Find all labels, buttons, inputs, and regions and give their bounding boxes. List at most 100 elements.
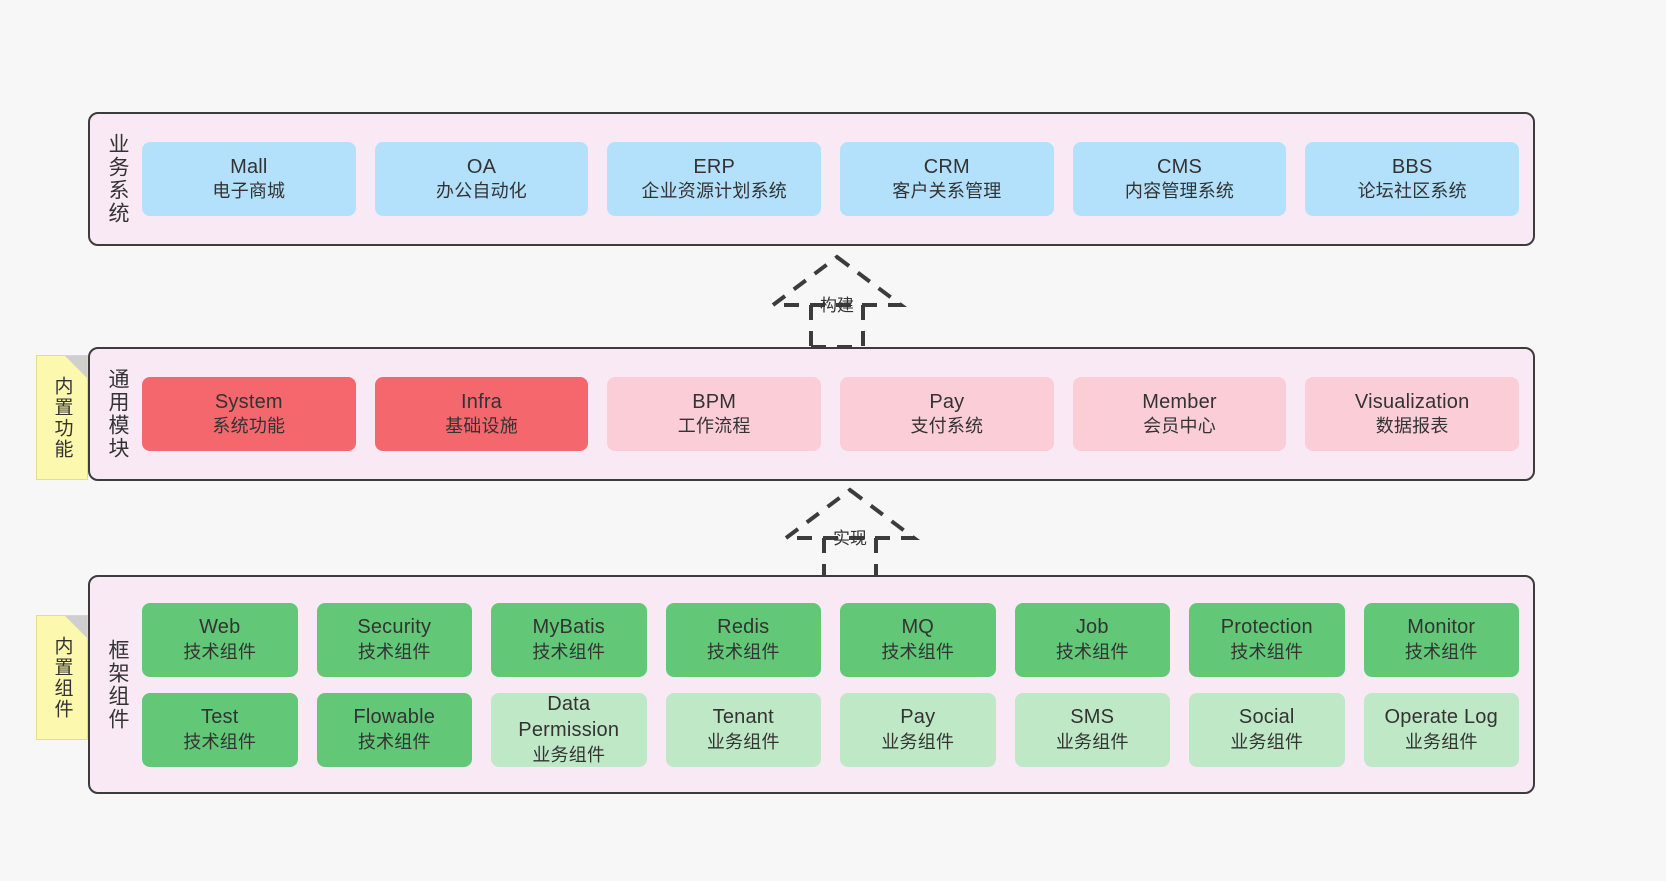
- card-erp[interactable]: ERP 企业资源计划系统: [607, 142, 822, 216]
- card-title: Flowable: [353, 706, 436, 729]
- card-tenant[interactable]: Tenant 业务组件: [665, 692, 821, 767]
- card-mq[interactable]: MQ 技术组件: [840, 602, 996, 677]
- card-visualization[interactable]: Visualization 数据报表: [1305, 377, 1520, 451]
- layer-framework-component: 框架组件 Web 技术组件 Security 技术组件 MyBatis 技术组件…: [88, 575, 1535, 794]
- card-subtitle: 客户关系管理: [892, 181, 1002, 202]
- card-subtitle: 技术组件: [706, 641, 780, 662]
- card-title: Operate Log: [1384, 706, 1498, 729]
- card-title: Job: [1075, 616, 1109, 639]
- card-subtitle: 技术组件: [1055, 641, 1129, 662]
- card-row: Web 技术组件 Security 技术组件 MyBatis 技术组件 Redi…: [142, 602, 1519, 677]
- card-title: Protection: [1220, 616, 1313, 639]
- card-subtitle: 系统功能: [212, 416, 286, 437]
- card-subtitle: 业务组件: [1055, 731, 1129, 752]
- card-subtitle: 业务组件: [532, 744, 606, 765]
- card-title: ERP: [693, 155, 736, 178]
- connector-implement-label: 实现: [833, 529, 867, 548]
- card-pay[interactable]: Pay 支付系统: [840, 377, 1054, 451]
- card-subtitle: 内容管理系统: [1124, 181, 1235, 202]
- card-title: Pay: [900, 706, 936, 729]
- card-subtitle: 业务组件: [1230, 731, 1304, 752]
- card-bbs[interactable]: BBS 论坛社区系统: [1305, 142, 1520, 216]
- card-title: MQ: [901, 616, 935, 639]
- card-title: Social: [1238, 706, 1295, 729]
- card-title: Tenant: [712, 706, 774, 729]
- card-cms[interactable]: CMS 内容管理系统: [1072, 142, 1287, 216]
- card-mybatis[interactable]: MyBatis 技术组件: [491, 602, 647, 677]
- card-bpm[interactable]: BPM 工作流程: [607, 377, 822, 451]
- card-subtitle: 业务组件: [706, 731, 780, 752]
- card-subtitle: 会员中心: [1143, 416, 1216, 437]
- card-sms[interactable]: SMS 业务组件: [1014, 692, 1170, 767]
- connector-implement: 实现: [760, 486, 940, 582]
- card-title: Security: [357, 616, 432, 639]
- card-subtitle: 业务组件: [881, 731, 955, 752]
- card-subtitle: 电子商城: [212, 181, 286, 202]
- card-infra[interactable]: Infra 基础设施: [374, 377, 589, 451]
- layer-business-system-label: 业务系统: [106, 133, 129, 225]
- card-redis[interactable]: Redis 技术组件: [665, 602, 821, 677]
- card-flowable[interactable]: Flowable 技术组件: [316, 692, 472, 767]
- layer-common-module-body: System 系统功能 Infra 基础设施 BPM 工作流程 Pay 支付系统…: [138, 349, 1533, 479]
- card-subtitle: 技术组件: [532, 641, 606, 662]
- card-subtitle: 技术组件: [1230, 641, 1304, 662]
- layer-common-module: 通用模块 System 系统功能 Infra 基础设施 BPM 工作流程 Pay…: [88, 347, 1535, 481]
- card-title: Redis: [717, 616, 770, 639]
- card-security[interactable]: Security 技术组件: [316, 602, 472, 677]
- card-crm[interactable]: CRM 客户关系管理: [840, 142, 1054, 216]
- card-subtitle: 企业资源计划系统: [641, 181, 787, 202]
- card-subtitle: 技术组件: [183, 641, 257, 662]
- card-title: Member: [1142, 390, 1217, 413]
- card-operate-log[interactable]: Operate Log 业务组件: [1363, 692, 1519, 767]
- card-subtitle: 支付系统: [910, 416, 984, 437]
- card-row: System 系统功能 Infra 基础设施 BPM 工作流程 Pay 支付系统…: [142, 377, 1520, 451]
- card-title: CRM: [923, 155, 970, 178]
- card-subtitle: 技术组件: [183, 731, 257, 752]
- connector-build: 构建: [747, 253, 927, 349]
- sticky-note-builtin-component: 内置组件: [36, 615, 88, 740]
- card-subtitle: 基础设施: [445, 416, 518, 437]
- card-title: OA: [466, 155, 497, 178]
- card-title: BBS: [1391, 155, 1433, 178]
- card-subtitle: 技术组件: [357, 731, 431, 752]
- card-subtitle: 业务组件: [1404, 731, 1478, 752]
- card-subtitle: 技术组件: [881, 641, 955, 662]
- layer-business-system: 业务系统 Mall 电子商城 OA 办公自动化 ERP 企业资源计划系统 CRM…: [88, 112, 1535, 246]
- card-member[interactable]: Member 会员中心: [1072, 377, 1287, 451]
- card-title: System: [214, 390, 283, 413]
- card-protection[interactable]: Protection 技术组件: [1189, 602, 1345, 677]
- card-subtitle: 技术组件: [357, 641, 431, 662]
- card-test[interactable]: Test 技术组件: [142, 692, 298, 767]
- layer-framework-component-label: 框架组件: [106, 638, 129, 731]
- card-mall[interactable]: Mall 电子商城: [142, 142, 356, 216]
- layer-business-system-body: Mall 电子商城 OA 办公自动化 ERP 企业资源计划系统 CRM 客户关系…: [138, 114, 1533, 244]
- card-web[interactable]: Web 技术组件: [142, 602, 298, 677]
- card-subtitle: 办公自动化: [436, 181, 527, 202]
- card-title: Visualization: [1354, 390, 1470, 413]
- card-row: Mall 电子商城 OA 办公自动化 ERP 企业资源计划系统 CRM 客户关系…: [142, 142, 1520, 216]
- connector-build-label: 构建: [820, 296, 854, 315]
- card-title: Test: [201, 706, 239, 729]
- card-title: SMS: [1070, 706, 1115, 729]
- card-social[interactable]: Social 业务组件: [1189, 692, 1345, 767]
- card-system[interactable]: System 系统功能: [142, 377, 356, 451]
- card-oa[interactable]: OA 办公自动化: [374, 142, 589, 216]
- card-subtitle: 数据报表: [1375, 416, 1449, 437]
- card-title: Monitor: [1407, 616, 1476, 639]
- card-pay-business[interactable]: Pay 业务组件: [840, 692, 996, 767]
- layer-framework-component-body: Web 技术组件 Security 技术组件 MyBatis 技术组件 Redi…: [138, 577, 1533, 792]
- card-job[interactable]: Job 技术组件: [1014, 602, 1170, 677]
- card-title: CMS: [1157, 155, 1203, 178]
- layer-common-module-label: 通用模块: [106, 368, 129, 460]
- card-subtitle: 工作流程: [677, 416, 751, 437]
- card-data-permission[interactable]: Data Permission 业务组件: [491, 692, 647, 767]
- card-title: Pay: [929, 390, 965, 413]
- sticky-note-builtin-function: 内置功能: [36, 355, 88, 480]
- card-title: Mall: [230, 155, 268, 178]
- card-title: BPM: [692, 390, 737, 413]
- card-monitor[interactable]: Monitor 技术组件: [1363, 602, 1519, 677]
- card-row: Test 技术组件 Flowable 技术组件 Data Permission …: [142, 692, 1519, 767]
- card-title: Data Permission: [518, 693, 620, 741]
- card-subtitle: 技术组件: [1404, 641, 1478, 662]
